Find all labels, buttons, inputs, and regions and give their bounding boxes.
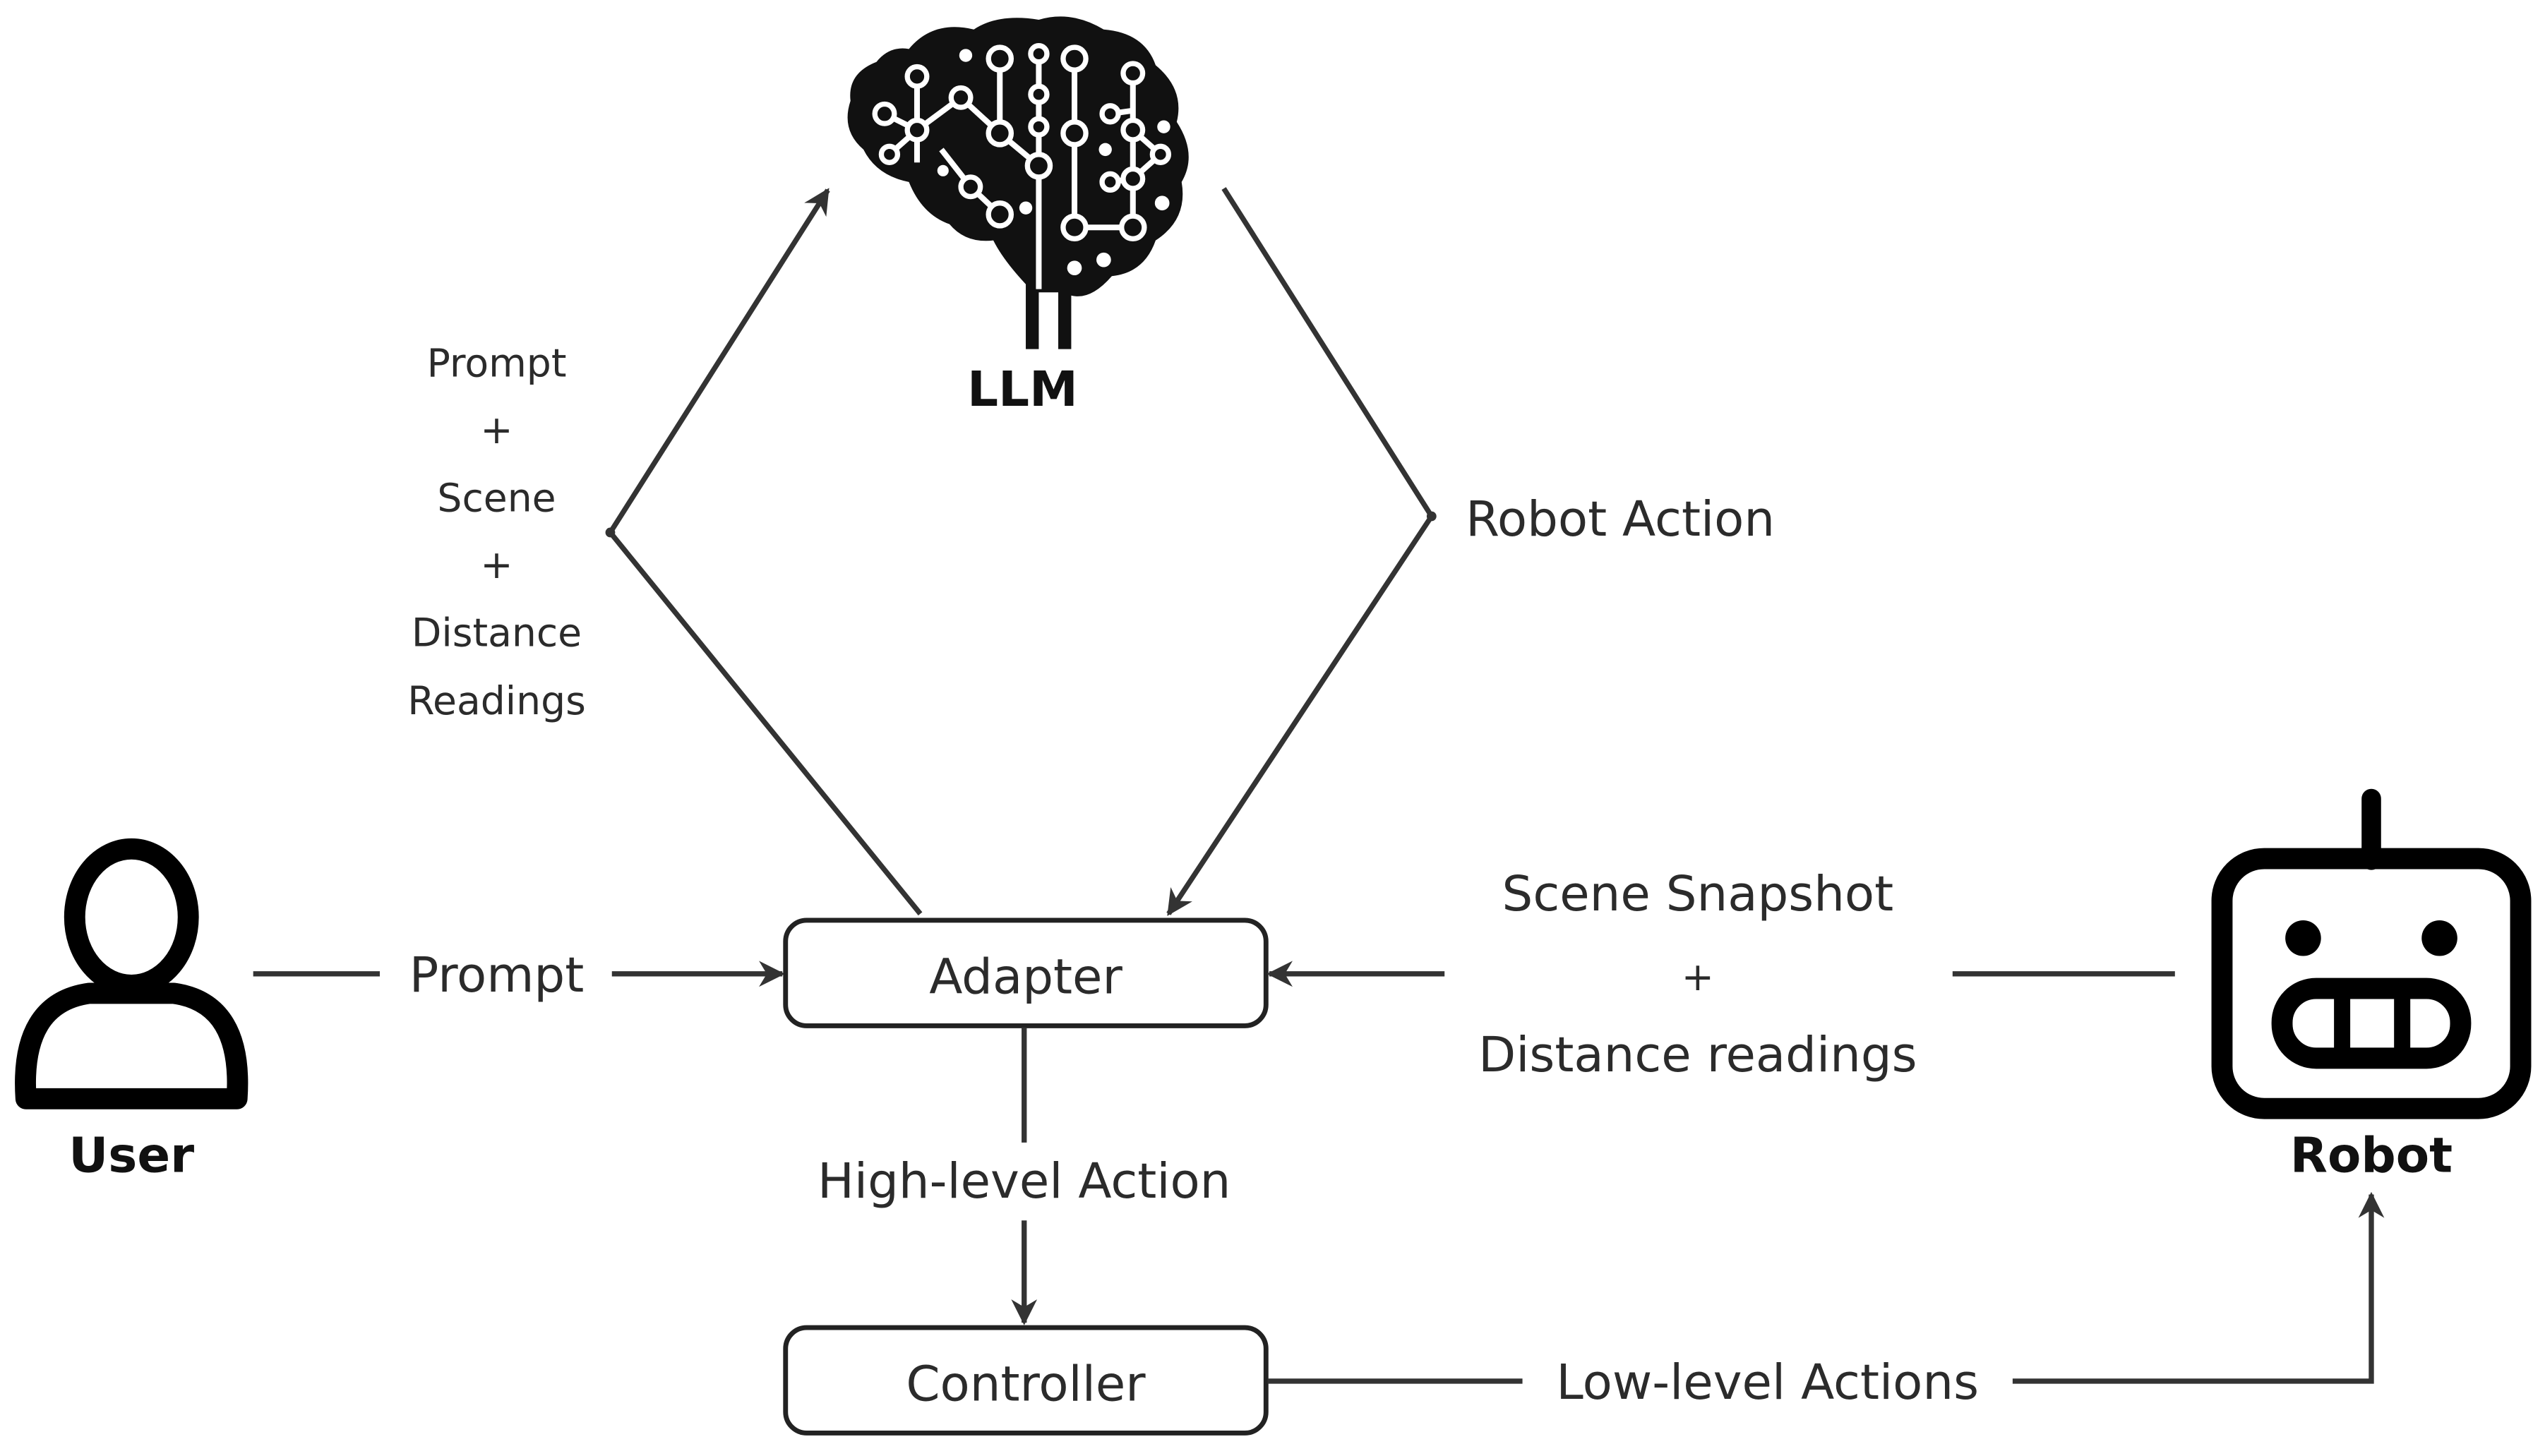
adapter-label: Adapter xyxy=(929,949,1122,1005)
controller-label: Controller xyxy=(906,1356,1146,1412)
llm-label: LLM xyxy=(967,361,1078,418)
label-line: Prompt xyxy=(427,342,567,387)
edge-joint xyxy=(605,527,616,538)
llm-to-adapter-arrow xyxy=(1166,187,1435,916)
adapter-to-llm-label: Prompt + Scene + Distance Readings xyxy=(407,342,586,724)
user-label: User xyxy=(68,1127,194,1184)
label-line: + xyxy=(480,543,513,588)
controller-node[interactable]: Controller xyxy=(783,1325,1269,1436)
edge-joint xyxy=(1426,511,1437,522)
label-line: Distance readings xyxy=(1478,1027,1917,1083)
controller-to-robot-arrow xyxy=(2012,1191,2385,1384)
brain-circuit-icon xyxy=(847,16,1189,349)
robot-label: Robot xyxy=(2290,1127,2453,1184)
label-line: Scene xyxy=(437,476,556,522)
label-line: Distance xyxy=(412,610,582,656)
prompt-label: Prompt xyxy=(409,947,584,1004)
label-line: Readings xyxy=(407,679,586,724)
high-level-action-label: High-level Action xyxy=(818,1153,1230,1210)
label-line: + xyxy=(1682,955,1714,1000)
user-icon xyxy=(15,838,248,1109)
robot-action-label: Robot Action xyxy=(1466,491,1775,548)
low-level-actions-label: Low-level Actions xyxy=(1556,1354,1979,1411)
robot-to-adapter-label: Scene Snapshot + Distance readings xyxy=(1478,866,1917,1083)
robot-icon xyxy=(2211,788,2532,1119)
adapter-node[interactable]: Adapter xyxy=(783,917,1269,1028)
label-line: + xyxy=(480,408,513,453)
adapter-to-llm-arrow xyxy=(606,188,923,916)
label-line: Scene Snapshot xyxy=(1502,866,1894,922)
